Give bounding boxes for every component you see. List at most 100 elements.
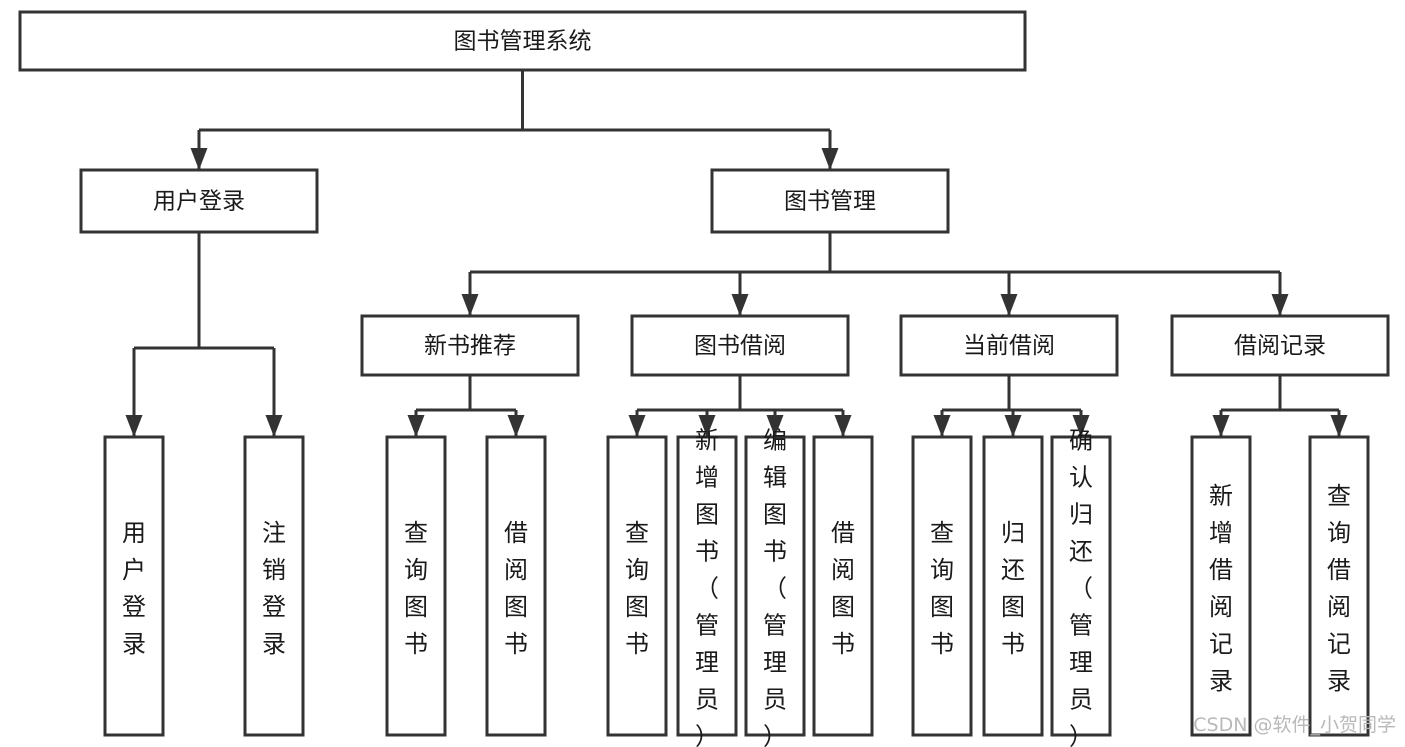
node-label-char: 员: [1069, 685, 1093, 713]
node-label-char: 书: [625, 630, 649, 658]
node-label-char: 书: [930, 630, 954, 658]
node-rect: [1050, 435, 1112, 737]
node-book-borrow[interactable]: 图书借阅: [630, 314, 850, 377]
node-label-char: 图: [625, 593, 649, 621]
node-label-char: 借: [504, 519, 528, 547]
node-label-char: 编: [763, 426, 787, 454]
arrow-head-icon: [1072, 415, 1090, 437]
node-label-char: 销: [262, 556, 286, 584]
node-label: 新书推荐: [424, 333, 516, 359]
node-label-char: 书: [1001, 630, 1025, 658]
node-label-char: 阅: [831, 556, 855, 584]
node-label-char: 图: [1001, 593, 1025, 621]
node-rect: [79, 168, 319, 234]
node-label-char: （: [1069, 574, 1093, 602]
node-rect: [982, 435, 1044, 737]
node-label-char: 录: [1327, 667, 1351, 695]
node-label-char: 新: [1209, 482, 1233, 510]
node-label-char: 用: [122, 519, 146, 547]
node-label-char: 确: [1069, 426, 1093, 454]
arrow-head-icon: [698, 415, 716, 437]
arrow-head-icon: [731, 294, 749, 316]
node-label-char: 书: [831, 630, 855, 658]
node-rect: [606, 435, 668, 737]
node-borrow-record[interactable]: 借阅记录: [1170, 314, 1390, 377]
arrow-head-icon: [407, 415, 425, 437]
node-user-login[interactable]: 用户登录: [79, 168, 319, 234]
node-label-char: 户: [122, 556, 146, 584]
node-label-char: 增: [695, 463, 719, 491]
node-label-char: 借: [1327, 556, 1351, 584]
leaf-node-leaf-user-login[interactable]: 用户登录: [103, 435, 165, 737]
node-label-char: 询: [404, 556, 428, 584]
node-label-char: 增: [1209, 519, 1233, 547]
node-book-manage[interactable]: 图书管理: [710, 168, 950, 234]
arrow-head-icon: [507, 415, 525, 437]
node-label-char: 询: [930, 556, 954, 584]
node-label-char: 理: [1069, 648, 1093, 676]
node-label-char: 管: [695, 611, 719, 639]
node-label-char: 图: [504, 593, 528, 621]
node-label-char: 阅: [1327, 593, 1351, 621]
arrow-head-icon: [628, 415, 646, 437]
node-label-char: 员: [763, 685, 787, 713]
node-label-char: 管: [763, 611, 787, 639]
node-rect: [1170, 314, 1390, 377]
node-label-char: 图: [404, 593, 428, 621]
node-label-char: ）: [1069, 722, 1093, 747]
node-label-char: ）: [695, 722, 719, 747]
node-label-char: 询: [1327, 519, 1351, 547]
arrow-head-icon: [265, 415, 283, 437]
arrow-head-icon: [1004, 415, 1022, 437]
node-rect: [710, 168, 950, 234]
node-label-char: 管: [1069, 611, 1093, 639]
node-label-char: 阅: [504, 556, 528, 584]
node-label-char: 还: [1001, 556, 1025, 584]
node-label-char: 理: [695, 648, 719, 676]
arrow-head-icon: [461, 294, 479, 316]
node-label: 图书管理系统: [454, 29, 592, 55]
arrow-head-icon: [766, 415, 784, 437]
node-label-char: 认: [1069, 463, 1093, 491]
node-root[interactable]: 图书管理系统: [18, 10, 1027, 72]
node-rect: [385, 435, 447, 737]
node-label-char: ）: [763, 722, 787, 747]
node-label-char: 记: [1327, 630, 1351, 658]
node-label-char: 借: [831, 519, 855, 547]
node-rect: [911, 435, 973, 737]
node-label-char: 书: [404, 630, 428, 658]
node-new-book-recommend[interactable]: 新书推荐: [360, 314, 580, 377]
node-label-char: （: [763, 574, 787, 602]
node-rect: [630, 314, 850, 377]
node-label-char: 阅: [1209, 593, 1233, 621]
node-label-char: （: [695, 574, 719, 602]
node-rect: [1308, 435, 1370, 737]
arrow-head-icon: [933, 415, 951, 437]
node-rect: [812, 435, 874, 737]
node-label-char: 辑: [763, 463, 787, 491]
node-label: 借阅记录: [1234, 333, 1326, 359]
node-label-char: 归: [1001, 519, 1025, 547]
node-current-borrow[interactable]: 当前借阅: [899, 314, 1119, 377]
node-label-char: 登: [122, 593, 146, 621]
arrow-head-icon: [125, 415, 143, 437]
node-label-char: 录: [262, 630, 286, 658]
node-rect: [103, 435, 165, 737]
node-label-char: 登: [262, 593, 286, 621]
node-label-char: 图: [763, 500, 787, 528]
node-rect: [899, 314, 1119, 377]
node-label-char: 查: [625, 519, 649, 547]
